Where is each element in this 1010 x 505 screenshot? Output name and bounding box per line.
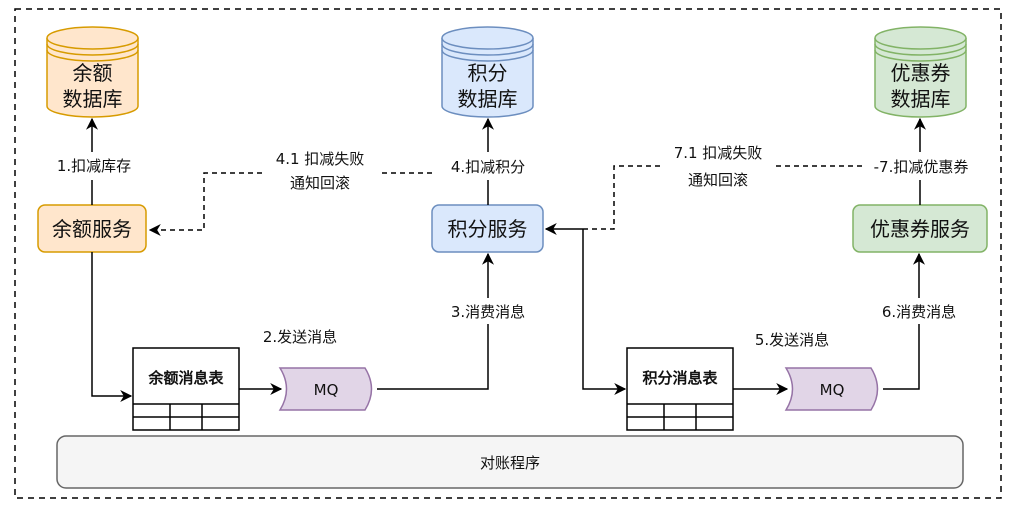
step2-label: 2.发送消息 [263, 328, 337, 346]
step4-label: 4.扣减积分 [451, 158, 525, 176]
mq2-label: MQ [820, 381, 845, 399]
step4-1-label-line2: 通知回滚 [290, 174, 350, 192]
coupon-service-label: 优惠券服务 [870, 217, 970, 241]
reconciliation-box[interactable]: 对账程序 [56, 435, 964, 489]
edge-step5: 5.发送消息 [733, 331, 829, 395]
points-service[interactable]: 积分服务 [431, 204, 544, 253]
step4-1-label-line1: 4.1 扣减失败 [276, 150, 365, 168]
points-database[interactable]: 积分 数据库 [441, 26, 534, 118]
coupon-db-label-line2: 数据库 [891, 87, 951, 111]
points-service-label: 积分服务 [448, 217, 528, 241]
step7-label: -7.扣减优惠券 [874, 158, 969, 176]
edge-step2: 2.发送消息 [239, 328, 337, 395]
points-message-table-label: 积分消息表 [642, 369, 718, 387]
edge-step6: 6.消费消息 [882, 252, 956, 390]
points-db-label-line2: 数据库 [458, 87, 518, 111]
edge-step1: 1.扣减库存 [57, 117, 131, 205]
reconciliation-label: 对账程序 [480, 454, 540, 472]
edge-step4: 4.扣减积分 [451, 117, 525, 205]
step3-label: 3.消费消息 [451, 303, 525, 321]
message-queue-1[interactable]: MQ [278, 367, 373, 411]
balance-message-table[interactable]: 余额消息表 [132, 347, 240, 431]
edge-step3: 3.消费消息 [377, 252, 525, 390]
edge-step7: -7.扣减优惠券 [874, 117, 969, 205]
coupon-db-label-line1: 优惠券 [891, 61, 951, 85]
edge-balance-service-to-table [91, 252, 133, 402]
edge-step4-1-rollback: 4.1 扣减失败 通知回滚 [148, 150, 432, 236]
coupon-service[interactable]: 优惠券服务 [852, 204, 988, 253]
balance-db-label-line1: 余额 [73, 61, 113, 85]
edge-points-service-to-table [582, 229, 627, 395]
step7-1-label-line2: 通知回滚 [688, 171, 748, 189]
step5-label: 5.发送消息 [755, 331, 829, 349]
mq1-label: MQ [314, 381, 339, 399]
balance-db-label-line2: 数据库 [63, 87, 123, 111]
points-db-label-line1: 积分 [468, 61, 508, 85]
message-queue-2[interactable]: MQ [784, 367, 879, 411]
balance-message-table-label: 余额消息表 [147, 369, 224, 387]
balance-service-label: 余额服务 [52, 217, 132, 241]
step1-label: 1.扣减库存 [57, 157, 131, 175]
step6-label: 6.消费消息 [882, 303, 956, 321]
step7-1-label-line1: 7.1 扣减失败 [674, 144, 763, 162]
coupon-database[interactable]: 优惠券 数据库 [874, 26, 967, 118]
balance-service[interactable]: 余额服务 [37, 204, 147, 253]
points-message-table[interactable]: 积分消息表 [626, 347, 734, 431]
balance-database[interactable]: 余额 数据库 [46, 26, 139, 118]
edge-step7-1-rollback: 7.1 扣减失败 通知回滚 [544, 144, 862, 235]
